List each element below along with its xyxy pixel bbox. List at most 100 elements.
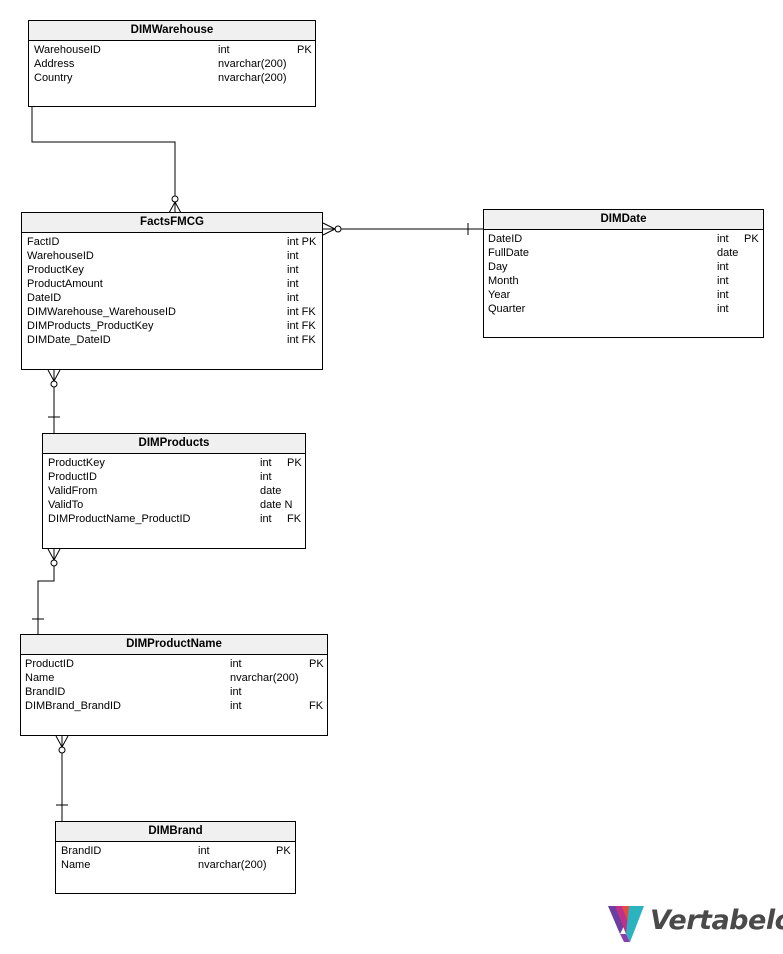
column-type: int PK bbox=[287, 236, 317, 248]
column-name: ProductKey bbox=[27, 264, 84, 276]
column-name: FactID bbox=[27, 236, 60, 248]
column-name: WarehouseID bbox=[27, 250, 94, 262]
column-name: Country bbox=[34, 72, 73, 84]
column-key: PK bbox=[287, 457, 302, 469]
column-type: int bbox=[260, 513, 272, 525]
column-type: nvarchar(200) bbox=[230, 672, 299, 684]
rel-facts-date[interactable] bbox=[322, 222, 483, 236]
column-row[interactable]: FactID int PK bbox=[22, 235, 322, 249]
column-key: FK bbox=[309, 700, 324, 712]
column-name: ValidFrom bbox=[48, 485, 98, 497]
column-name: DIMDate_DateID bbox=[27, 334, 111, 346]
column-row[interactable]: Name nvarchar(200) bbox=[56, 858, 295, 872]
column-row[interactable]: Month int bbox=[484, 274, 763, 288]
column-row[interactable]: ProductID int bbox=[43, 470, 305, 484]
column-name: DateID bbox=[27, 292, 62, 304]
column-row[interactable]: ValidFrom date bbox=[43, 484, 305, 498]
column-type: int bbox=[717, 261, 729, 273]
table-dimbrand[interactable]: DIMBrand BrandID int PK Name nvarchar(20… bbox=[55, 821, 296, 894]
column-row[interactable]: ProductKey int PK bbox=[43, 456, 305, 470]
column-row[interactable]: ValidTo date N bbox=[43, 498, 305, 512]
column-type: int bbox=[717, 233, 729, 245]
column-key: PK bbox=[297, 44, 312, 56]
column-row[interactable]: Address nvarchar(200) bbox=[29, 57, 315, 71]
column-row[interactable]: Day int bbox=[484, 260, 763, 274]
column-type: int FK bbox=[287, 306, 316, 318]
column-type: int bbox=[717, 275, 729, 287]
column-type: int bbox=[287, 250, 299, 262]
column-key: PK bbox=[276, 845, 291, 857]
column-type: int bbox=[198, 845, 210, 857]
column-name: Quarter bbox=[488, 303, 526, 315]
column-row[interactable]: Name nvarchar(200) bbox=[21, 671, 327, 685]
column-row[interactable]: FullDate date bbox=[484, 246, 763, 260]
column-row[interactable]: DIMProducts_ProductKey int FK bbox=[22, 319, 322, 333]
table-title: FactsFMCG bbox=[22, 213, 322, 233]
column-row[interactable]: WarehouseID int PK bbox=[29, 43, 315, 57]
column-row[interactable]: WarehouseID int bbox=[22, 249, 322, 263]
column-name: Name bbox=[61, 859, 91, 871]
table-dimwarehouse[interactable]: DIMWarehouse WarehouseID int PK Address … bbox=[28, 20, 316, 107]
column-type: date bbox=[717, 247, 739, 259]
column-row[interactable]: ProductKey int bbox=[22, 263, 322, 277]
column-row[interactable]: Quarter int bbox=[484, 302, 763, 316]
column-row[interactable]: ProductAmount int bbox=[22, 277, 322, 291]
column-row[interactable]: DIMProductName_ProductID int FK bbox=[43, 512, 305, 526]
column-type: int bbox=[287, 264, 299, 276]
table-dimproductname[interactable]: DIMProductName ProductID int PK Name nva… bbox=[20, 634, 328, 736]
column-type: int bbox=[260, 471, 272, 483]
column-type: int bbox=[230, 658, 242, 670]
column-key: PK bbox=[309, 658, 324, 670]
column-row[interactable]: Country nvarchar(200) bbox=[29, 71, 315, 85]
table-title: DIMDate bbox=[484, 210, 763, 230]
rel-products-productname[interactable] bbox=[32, 548, 61, 634]
column-type: int bbox=[287, 278, 299, 290]
column-name: ProductKey bbox=[48, 457, 105, 469]
column-row[interactable]: DateID int PK bbox=[484, 232, 763, 246]
column-type: nvarchar(200) bbox=[218, 72, 287, 84]
column-type: int FK bbox=[287, 334, 316, 346]
column-name: FullDate bbox=[488, 247, 529, 259]
table-title: DIMProductName bbox=[21, 635, 327, 655]
column-name: WarehouseID bbox=[34, 44, 101, 56]
column-row[interactable]: BrandID int PK bbox=[56, 844, 295, 858]
column-name: DateID bbox=[488, 233, 523, 245]
rel-facts-products[interactable] bbox=[47, 369, 61, 433]
column-name: Address bbox=[34, 58, 75, 70]
column-name: DIMWarehouse_WarehouseID bbox=[27, 306, 176, 318]
rel-productname-brand[interactable] bbox=[55, 735, 69, 821]
column-row[interactable]: DIMBrand_BrandID int FK bbox=[21, 699, 327, 713]
column-type: nvarchar(200) bbox=[218, 58, 287, 70]
column-row[interactable]: DIMDate_DateID int FK bbox=[22, 333, 322, 347]
column-row[interactable]: DIMWarehouse_WarehouseID int FK bbox=[22, 305, 322, 319]
column-row[interactable]: ProductID int PK bbox=[21, 657, 327, 671]
vertabelo-logo: Vertabelo bbox=[606, 902, 783, 948]
table-factsfmcg[interactable]: FactsFMCG FactID int PK WarehouseID int … bbox=[21, 212, 323, 370]
column-name: Day bbox=[488, 261, 508, 273]
column-type: int FK bbox=[287, 320, 316, 332]
table-title: DIMProducts bbox=[43, 434, 305, 454]
column-name: Name bbox=[25, 672, 55, 684]
column-name: ValidTo bbox=[48, 499, 84, 511]
column-type: nvarchar(200) bbox=[198, 859, 267, 871]
table-title: DIMBrand bbox=[56, 822, 295, 842]
column-type: int bbox=[230, 686, 242, 698]
column-row[interactable]: Year int bbox=[484, 288, 763, 302]
column-name: BrandID bbox=[61, 845, 102, 857]
column-name: ProductID bbox=[48, 471, 97, 483]
column-type: date N bbox=[260, 499, 293, 511]
table-dimproducts[interactable]: DIMProducts ProductKey int PK ProductID … bbox=[42, 433, 306, 549]
rel-warehouse-facts[interactable] bbox=[31, 107, 182, 214]
column-row[interactable]: BrandID int bbox=[21, 685, 327, 699]
column-name: DIMProducts_ProductKey bbox=[27, 320, 154, 332]
column-type: int bbox=[230, 700, 242, 712]
table-dimdate[interactable]: DIMDate DateID int PK FullDate date Day … bbox=[483, 209, 764, 338]
column-name: ProductAmount bbox=[27, 278, 103, 290]
column-row[interactable]: DateID int bbox=[22, 291, 322, 305]
column-type: date bbox=[260, 485, 282, 497]
column-type: int bbox=[260, 457, 272, 469]
column-name: Month bbox=[488, 275, 519, 287]
table-title: DIMWarehouse bbox=[29, 21, 315, 41]
